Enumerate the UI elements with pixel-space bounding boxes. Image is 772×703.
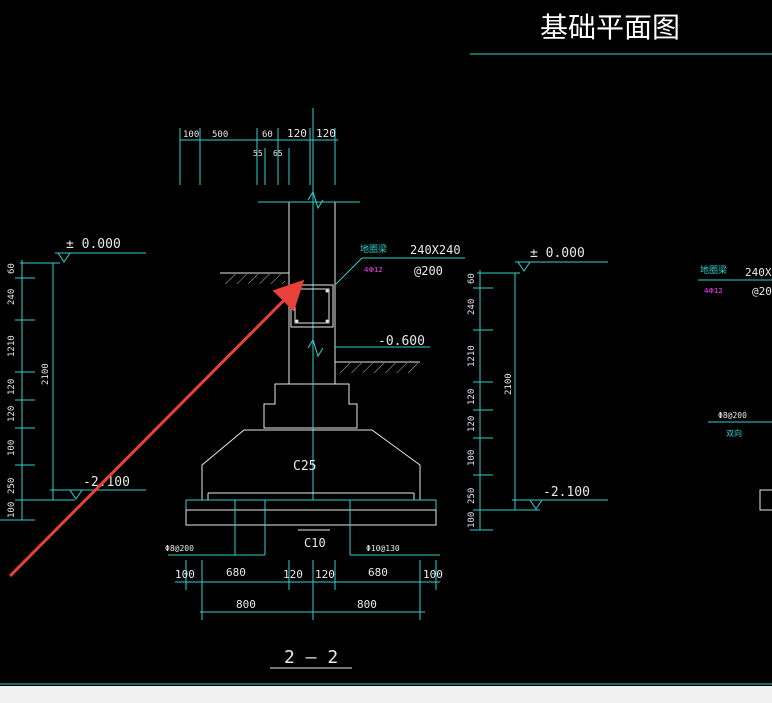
bottom-dim-3: 120	[283, 568, 303, 581]
rebar-callouts: Φ8@200 Φ10@130	[165, 500, 440, 556]
left-elevation: ± 0.000 60 240 1210 120 120 100 250 100 …	[0, 237, 146, 521]
right-elev-bottom: -2.100	[543, 485, 590, 500]
far-right-dir: 双向	[726, 428, 742, 438]
svg-text:120: 120	[467, 416, 477, 432]
ring-beam-label-group: 地圈梁 240X240 4Φ12 @200	[334, 243, 465, 286]
wall-section	[258, 108, 360, 500]
ground-right	[335, 361, 420, 373]
mid-elevation: -0.600	[335, 334, 430, 349]
svg-text:100: 100	[7, 502, 17, 518]
top-small-dim-1: 55	[253, 149, 263, 158]
mid-elevation-value: -0.600	[378, 334, 425, 349]
top-dim-1: 100	[183, 130, 199, 140]
top-dim-2: 500	[212, 130, 228, 140]
status-bar	[0, 686, 772, 703]
svg-text:250: 250	[467, 488, 477, 504]
red-annotation-arrow	[8, 279, 305, 578]
svg-text:1210: 1210	[7, 335, 17, 357]
right-total: 2100	[504, 373, 514, 395]
svg-text:100: 100	[467, 450, 477, 466]
far-right-stirrup: Φ8@200	[718, 411, 747, 420]
far-right-annotations: 地圈梁 240X2 4Φ12 @20 Φ8@200 双向	[698, 264, 772, 511]
svg-text:1210: 1210	[467, 345, 477, 367]
svg-text:120: 120	[7, 379, 17, 395]
ring-beam-label: 地圈梁	[360, 243, 387, 255]
section-label: 2 — 2	[284, 647, 338, 668]
ring-beam-spacing: @200	[414, 264, 443, 278]
far-right-size: 240X2	[745, 266, 772, 279]
ring-beam-size: 240X240	[410, 243, 461, 257]
right-elev-top: ± 0.000	[530, 246, 585, 261]
top-dim-5: 120	[316, 127, 336, 140]
far-right-beam: 地圈梁	[700, 264, 727, 276]
right-elevation: ± 0.000 60 240 1210 120 120 100 250 100 …	[467, 246, 608, 531]
bottom-dim-4: 120	[315, 568, 335, 581]
drawing-title: 基础平面图	[540, 11, 680, 44]
concrete-grade-main: C25	[293, 459, 316, 474]
ground-left	[220, 272, 289, 284]
ring-beam-rebar: 4Φ12	[364, 266, 383, 274]
top-small-dim-2: 65	[273, 149, 283, 158]
svg-text:100: 100	[7, 440, 17, 456]
far-right-spacing: @20	[752, 285, 772, 298]
left-elev-bottom: -2.100	[83, 475, 130, 490]
bottom-dim-5: 680	[368, 566, 388, 579]
concrete-grade-base: C10	[304, 536, 326, 550]
svg-text:100: 100	[467, 512, 477, 528]
top-dimensions: 100 500 60 120 120 55 65	[179, 127, 338, 185]
bottom-dim-total-2: 800	[357, 598, 377, 611]
svg-text:240: 240	[467, 299, 477, 315]
rebar-right: Φ10@130	[366, 544, 400, 553]
left-total: 2100	[41, 363, 51, 385]
svg-text:250: 250	[7, 478, 17, 494]
far-right-rebar: 4Φ12	[704, 287, 723, 295]
svg-text:120: 120	[467, 389, 477, 405]
section-label-group: 2 — 2	[270, 647, 352, 669]
bottom-dim-2: 680	[226, 566, 246, 579]
base-slab: C10	[185, 499, 437, 550]
rebar-left: Φ8@200	[165, 544, 194, 553]
bottom-dim-total-1: 800	[236, 598, 256, 611]
left-elev-top: ± 0.000	[66, 237, 121, 252]
ring-beam-box[interactable]	[290, 284, 334, 328]
svg-text:240: 240	[7, 289, 17, 305]
top-dim-3: 60	[262, 130, 273, 140]
top-dim-4: 120	[287, 127, 307, 140]
svg-text:60: 60	[7, 263, 17, 274]
svg-text:120: 120	[7, 406, 17, 422]
bottom-dim-6: 100	[423, 568, 443, 581]
bottom-dim-1: 100	[175, 568, 195, 581]
bottom-dimensions: 100 680 120 120 680 100 800 800	[175, 560, 443, 620]
footing: C25	[201, 429, 421, 501]
svg-text:60: 60	[467, 273, 477, 284]
